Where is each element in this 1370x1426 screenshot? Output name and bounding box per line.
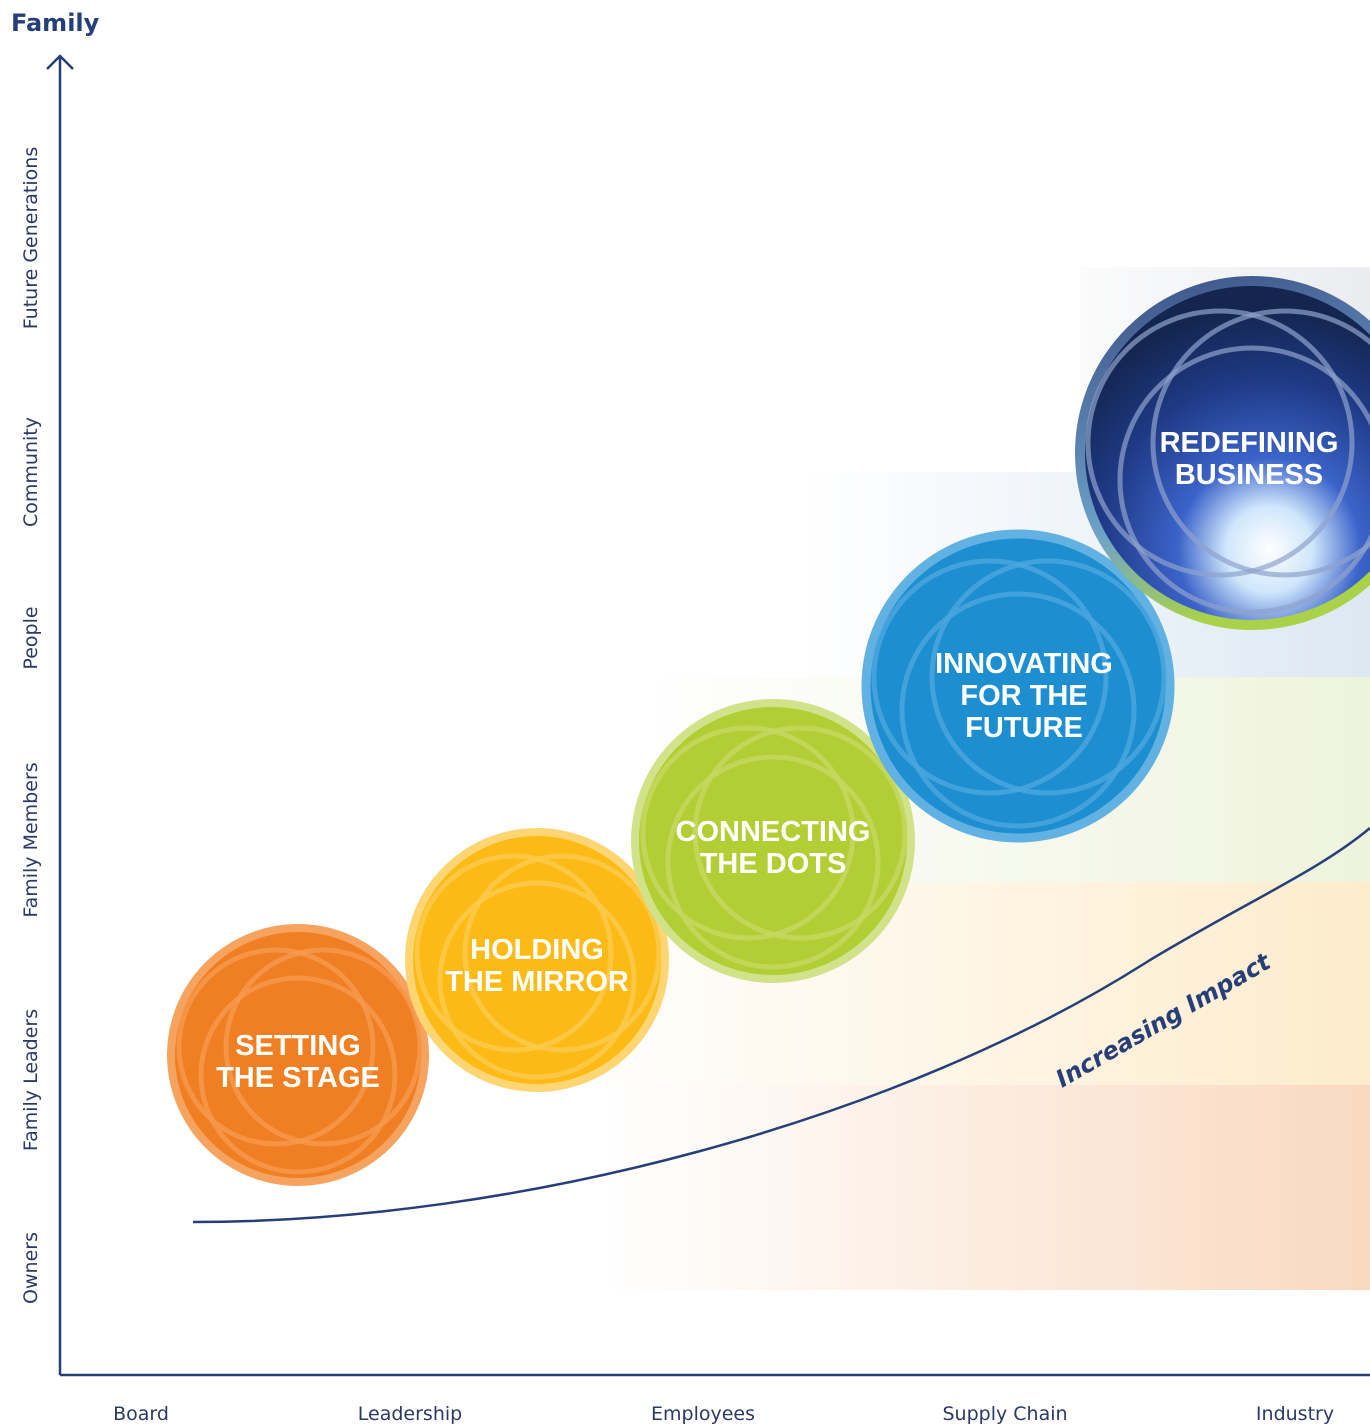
y-label-family-leaders: Family Leaders xyxy=(20,1009,42,1151)
stage-ring xyxy=(405,828,669,1092)
stage-ring xyxy=(631,699,915,983)
x-label-employees: Employees xyxy=(651,1403,755,1425)
impact-curve xyxy=(192,827,1370,1224)
stage-label-line2: THE MIRROR xyxy=(445,966,629,998)
stage-ring xyxy=(437,880,637,1080)
stage-innovating-for-the-future: INNOVATING FOR THE FUTURE xyxy=(861,529,1175,843)
stage-setting-the-stage: SETTING THE STAGE xyxy=(167,924,429,1186)
stage-ring xyxy=(167,924,429,1186)
y-label-community: Community xyxy=(20,417,42,527)
stage-ring xyxy=(223,947,423,1147)
stage-ring xyxy=(198,975,398,1175)
stage-ring xyxy=(1075,276,1370,630)
stage-circle xyxy=(1080,281,1370,625)
stage-label-line1: REDEFINING xyxy=(1160,427,1339,459)
stage-label-line1: INNOVATING xyxy=(935,648,1113,680)
x-label-supply-chain: Supply Chain xyxy=(942,1403,1067,1425)
stage-ring xyxy=(414,853,614,1053)
stage-label-line2: THE DOTS xyxy=(700,848,847,880)
axes xyxy=(46,54,1370,1377)
stage-label-line1: HOLDING xyxy=(470,934,604,966)
y-label-people: People xyxy=(20,606,42,669)
stage-redefining-business: REDEFINING BUSINESS xyxy=(1075,276,1370,630)
x-label-industry: Industry xyxy=(1256,1403,1334,1425)
stage-holding-the-mirror: HOLDING THE MIRROR xyxy=(405,828,669,1092)
stage-ring xyxy=(1117,345,1370,615)
stage-circle xyxy=(409,832,665,1088)
stage-ring xyxy=(640,725,856,941)
y-axis-arrow xyxy=(46,54,74,70)
x-label-leadership: Leadership xyxy=(358,1403,462,1425)
stage-ring xyxy=(1085,308,1355,578)
stage-connecting-the-dots: CONNECTING THE DOTS xyxy=(631,699,915,983)
stage-circle xyxy=(171,928,425,1182)
stage-label-line2: FOR THE xyxy=(960,680,1087,712)
y-label-owners: Owners xyxy=(20,1232,42,1304)
stage-ring xyxy=(899,591,1137,829)
stage-label-line3: FUTURE xyxy=(965,712,1083,744)
band-owners xyxy=(350,1085,1370,1290)
stage-ring xyxy=(665,754,881,970)
stage-ring xyxy=(1150,308,1370,578)
stage-label-line1: SETTING xyxy=(235,1030,361,1062)
y-label-future-generations: Future Generations xyxy=(20,147,42,329)
stage-ring xyxy=(692,725,908,941)
stage-ring xyxy=(462,853,662,1053)
stage-ring xyxy=(861,529,1175,843)
stage-circle xyxy=(635,703,911,979)
stage-label-line1: CONNECTING xyxy=(676,816,871,848)
y-axis-title: Family xyxy=(11,9,100,37)
stage-ring xyxy=(176,947,376,1147)
x-label-board: Board xyxy=(113,1403,169,1425)
stage-ring xyxy=(871,558,1109,796)
stage-ring xyxy=(929,558,1167,796)
stage-label-line2: THE STAGE xyxy=(216,1062,380,1094)
stage-circle xyxy=(866,534,1170,838)
y-label-family-members: Family Members xyxy=(20,762,42,917)
stage-label-line2: BUSINESS xyxy=(1175,459,1323,491)
